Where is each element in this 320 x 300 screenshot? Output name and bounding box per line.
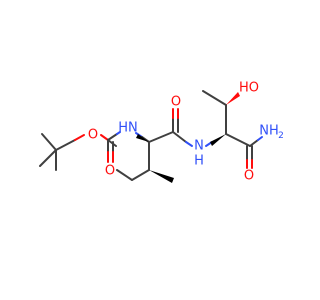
bond-o-ester-c <box>100 134 109 141</box>
threonine-residue <box>202 90 263 169</box>
tert-butyl-group <box>39 133 85 171</box>
bond-c-nh-boc <box>107 133 118 141</box>
wedge-cb-oh <box>226 92 240 105</box>
bond-cb-cg1 <box>131 169 150 181</box>
atom-nh-boc: HN <box>118 121 138 136</box>
wedge-ca-thr-n <box>210 134 226 146</box>
bond-c-nh-boc-n <box>116 131 121 135</box>
bond-tbu-c1 <box>41 133 57 151</box>
bond-tbu-c4 <box>55 139 76 151</box>
atom-h-amide: H <box>194 154 204 169</box>
molecule-structure-diagram: O O HN O N H HO NH 2 O <box>39 81 284 184</box>
bond-cg1-cd <box>116 169 133 181</box>
atom-o-ile-carbonyl: O <box>171 95 181 110</box>
bond-ca-co-ile <box>148 131 174 143</box>
bond-cb-methyl-thr <box>202 90 227 106</box>
atom-nh2-subscript: 2 <box>278 131 284 141</box>
atom-nh2: NH <box>259 124 279 139</box>
bond-tbu-o-ester <box>74 134 85 141</box>
bond-co-n-amide <box>172 131 187 143</box>
atom-o-boc-carbonyl: O <box>105 164 115 179</box>
bond-c-nh2-n <box>257 136 263 141</box>
atom-o-ester: O <box>88 128 98 143</box>
atom-oh: HO <box>239 81 259 96</box>
bond-co-n-amide-n <box>185 141 193 147</box>
wedge-ca-n <box>136 134 149 142</box>
wedge-cb-methyl <box>149 170 174 183</box>
carbamate-group <box>100 131 121 163</box>
bond-ca-c-amide <box>225 133 251 147</box>
atom-o-amide: O <box>244 169 254 184</box>
isoleucine-residue <box>116 108 193 183</box>
bond-tbu-c2 <box>39 149 57 167</box>
bond-c-nh2 <box>249 139 259 147</box>
atom-n-amide: N <box>194 139 204 154</box>
